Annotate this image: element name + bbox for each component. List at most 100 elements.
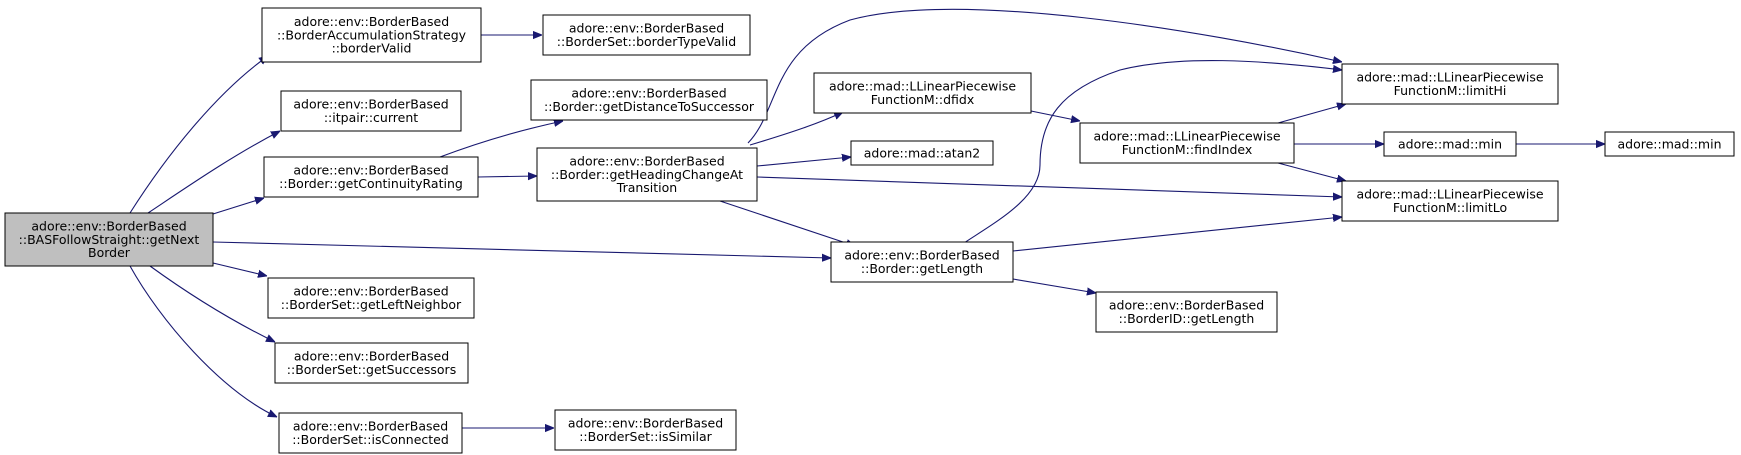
node-label-line: adore::env::BorderBased	[844, 248, 999, 263]
edge-getheadingchangeattransition-to-getlength	[719, 200, 855, 246]
node-label-line: adore::mad::atan2	[864, 145, 981, 160]
edge-getnextborder-to-getlength	[212, 241, 831, 258]
node-border-getdistancetosuccessor[interactable]: adore::env::BorderBased::Border::getDist…	[530, 79, 768, 121]
node-borderset-bordertypevalid[interactable]: adore::env::BorderBased::BorderSet::bord…	[542, 14, 751, 56]
node-borderset-isconnected-box	[278, 412, 463, 454]
node-label-line: adore::mad::min	[1398, 136, 1502, 151]
edge-dfidx-to-findindex	[1030, 110, 1080, 121]
edge-findindex-to-limitlo	[1277, 162, 1346, 181]
node-label-line: FunctionM::findIndex	[1122, 142, 1253, 157]
edge-getlength-to-limitlo	[1012, 217, 1342, 252]
edge-getnextborder-to-getcontinuityrating	[212, 198, 264, 215]
node-label-line: adore::env::BorderBased	[293, 419, 448, 434]
node-mad-min-overload[interactable]: adore::mad::min	[1604, 131, 1735, 157]
node-label-line: ::Border::getLength	[861, 261, 983, 276]
node-label-line: ::BorderSet::isSimilar	[579, 429, 712, 444]
edge-getnextborder-to-bordervalid	[129, 56, 268, 214]
node-mad-atan2-box	[850, 140, 994, 166]
edge-getnextborder-to-isconnected	[129, 265, 277, 417]
node-llinearpiecewisefunctionm-dfidx-box	[813, 72, 1032, 114]
node-label-line: FunctionM::limitHi	[1394, 83, 1507, 98]
node-mad-min-overload-box	[1604, 131, 1735, 157]
node-llinearpiecewisefunctionm-findindex[interactable]: adore::mad::LLinearPiecewiseFunctionM::f…	[1079, 122, 1295, 164]
node-border-getcontinuityrating-box	[263, 156, 479, 198]
node-label-line: ::BorderID::getLength	[1119, 311, 1255, 326]
node-llinearpiecewisefunctionm-dfidx[interactable]: adore::mad::LLinearPiecewiseFunctionM::d…	[813, 72, 1032, 114]
node-label-line: Border	[88, 245, 131, 260]
node-borderset-getsuccessors-box	[274, 342, 469, 384]
node-label-line: adore::mad::min	[1618, 136, 1722, 151]
node-border-getheadingchangeattransition-box	[536, 147, 758, 202]
node-label-line: ::BorderSet::getLeftNeighbor	[281, 297, 462, 312]
node-label-line: adore::env::BorderBased	[293, 284, 448, 299]
node-label-line: ::Border::getContinuityRating	[279, 176, 463, 191]
node-borderset-bordertypevalid-box	[542, 14, 751, 56]
edge-getlength-to-borderid-getlength	[1012, 278, 1096, 293]
edge-getcontinuityrating-to-getheadingchangeattransition	[477, 176, 537, 177]
node-mad-min[interactable]: adore::mad::min	[1383, 131, 1517, 157]
edge-getheadingchangeattransition-to-atan2	[756, 157, 851, 167]
node-border-getlength-box	[830, 241, 1014, 283]
edge-getheadingchangeattransition-to-limithi	[747, 8, 1342, 144]
node-borderset-issimilar-box	[554, 409, 737, 451]
node-label-line: adore::mad::LLinearPiecewise	[1356, 187, 1543, 202]
node-label-line: ::BorderSet::getSuccessors	[287, 362, 456, 377]
edge-getlength-to-limithi	[957, 59, 1342, 248]
node-llinearpiecewisefunctionm-limitlo[interactable]: adore::mad::LLinearPiecewiseFunctionM::l…	[1341, 180, 1559, 222]
node-label-line: FunctionM::limitLo	[1393, 200, 1507, 215]
node-borderset-getleftneighbor[interactable]: adore::env::BorderBased::BorderSet::getL…	[267, 277, 475, 319]
node-borderset-issimilar[interactable]: adore::env::BorderBased::BorderSet::isSi…	[554, 409, 737, 451]
node-llinearpiecewisefunctionm-limithi-box	[1341, 63, 1559, 105]
node-llinearpiecewisefunctionm-limithi[interactable]: adore::mad::LLinearPiecewiseFunctionM::l…	[1341, 63, 1559, 105]
node-label-line: adore::env::BorderBased	[293, 97, 448, 112]
edge-getnextborder-to-getleftneighbor	[212, 262, 267, 276]
node-borderid-getlength[interactable]: adore::env::BorderBased::BorderID::getLe…	[1095, 291, 1278, 333]
node-label-line: adore::mad::LLinearPiecewise	[829, 79, 1016, 94]
node-label-line: adore::env::BorderBased	[294, 349, 449, 364]
node-label-line: ::Border::getHeadingChangeAt	[551, 167, 743, 182]
node-label-line: FunctionM::dfidx	[871, 92, 975, 107]
node-itpair-current-box	[280, 90, 462, 132]
node-label-line: adore::env::BorderBased	[568, 416, 723, 431]
edge-findindex-to-limithi	[1277, 104, 1346, 124]
node-label-line: Transition	[616, 180, 677, 195]
node-borderset-getsuccessors[interactable]: adore::env::BorderBased::BorderSet::getS…	[274, 342, 469, 384]
node-label-line: ::itpair::current	[324, 110, 418, 125]
node-label-line: adore::env::BorderBased	[569, 21, 724, 36]
node-itpair-current[interactable]: adore::env::BorderBased::itpair::current	[280, 90, 462, 132]
edges-layer	[129, 8, 1605, 428]
nodes-layer: adore::env::BorderBased::BASFollowStraig…	[4, 7, 1735, 454]
node-label-line: adore::env::BorderBased	[31, 219, 186, 234]
node-borderaccumulationstrategy-bordervalid[interactable]: adore::env::BorderBased::BorderAccumulat…	[261, 7, 482, 63]
node-borderset-isconnected[interactable]: adore::env::BorderBased::BorderSet::isCo…	[278, 412, 463, 454]
node-border-getcontinuityrating[interactable]: adore::env::BorderBased::Border::getCont…	[263, 156, 479, 198]
node-borderset-getleftneighbor-box	[267, 277, 475, 319]
node-mad-atan2[interactable]: adore::mad::atan2	[850, 140, 994, 166]
node-llinearpiecewisefunctionm-limitlo-box	[1341, 180, 1559, 222]
node-label-line: ::BorderAccumulationStrategy	[277, 27, 467, 42]
node-label-line: ::BorderSet::borderTypeValid	[557, 34, 736, 49]
edge-getnextborder-to-current	[147, 131, 280, 214]
node-borderid-getlength-box	[1095, 291, 1278, 333]
edge-getheadingchangeattransition-to-dfidx	[749, 112, 843, 146]
node-label-line: adore::env::BorderBased	[1109, 298, 1264, 313]
node-label-line: ::BASFollowStraight::getNext	[19, 232, 200, 247]
node-label-line: ::BorderSet::isConnected	[292, 432, 449, 447]
node-label-line: adore::mad::LLinearPiecewise	[1093, 129, 1280, 144]
node-label-line: adore::env::BorderBased	[569, 154, 724, 169]
edge-getnextborder-to-getsuccessors	[149, 265, 275, 342]
node-border-getheadingchangeattransition[interactable]: adore::env::BorderBased::Border::getHead…	[536, 147, 758, 202]
node-basfollowstraight-getnextborder-box	[4, 212, 214, 267]
node-label-line: ::Border::getDistanceToSuccessor	[544, 99, 755, 114]
node-basfollowstraight-getnextborder[interactable]: adore::env::BorderBased::BASFollowStraig…	[4, 212, 214, 267]
node-label-line: adore::env::BorderBased	[571, 86, 726, 101]
edge-getcontinuityrating-to-getdistancetosuccessor	[439, 121, 563, 158]
node-label-line: adore::env::BorderBased	[294, 14, 449, 29]
node-llinearpiecewisefunctionm-findindex-box	[1079, 122, 1295, 164]
edge-getheadingchangeattransition-to-limitlo	[756, 176, 1342, 197]
node-label-line: adore::env::BorderBased	[293, 163, 448, 178]
node-mad-min-box	[1383, 131, 1517, 157]
node-border-getlength[interactable]: adore::env::BorderBased::Border::getLeng…	[830, 241, 1014, 283]
node-label-line: ::borderValid	[332, 41, 412, 56]
